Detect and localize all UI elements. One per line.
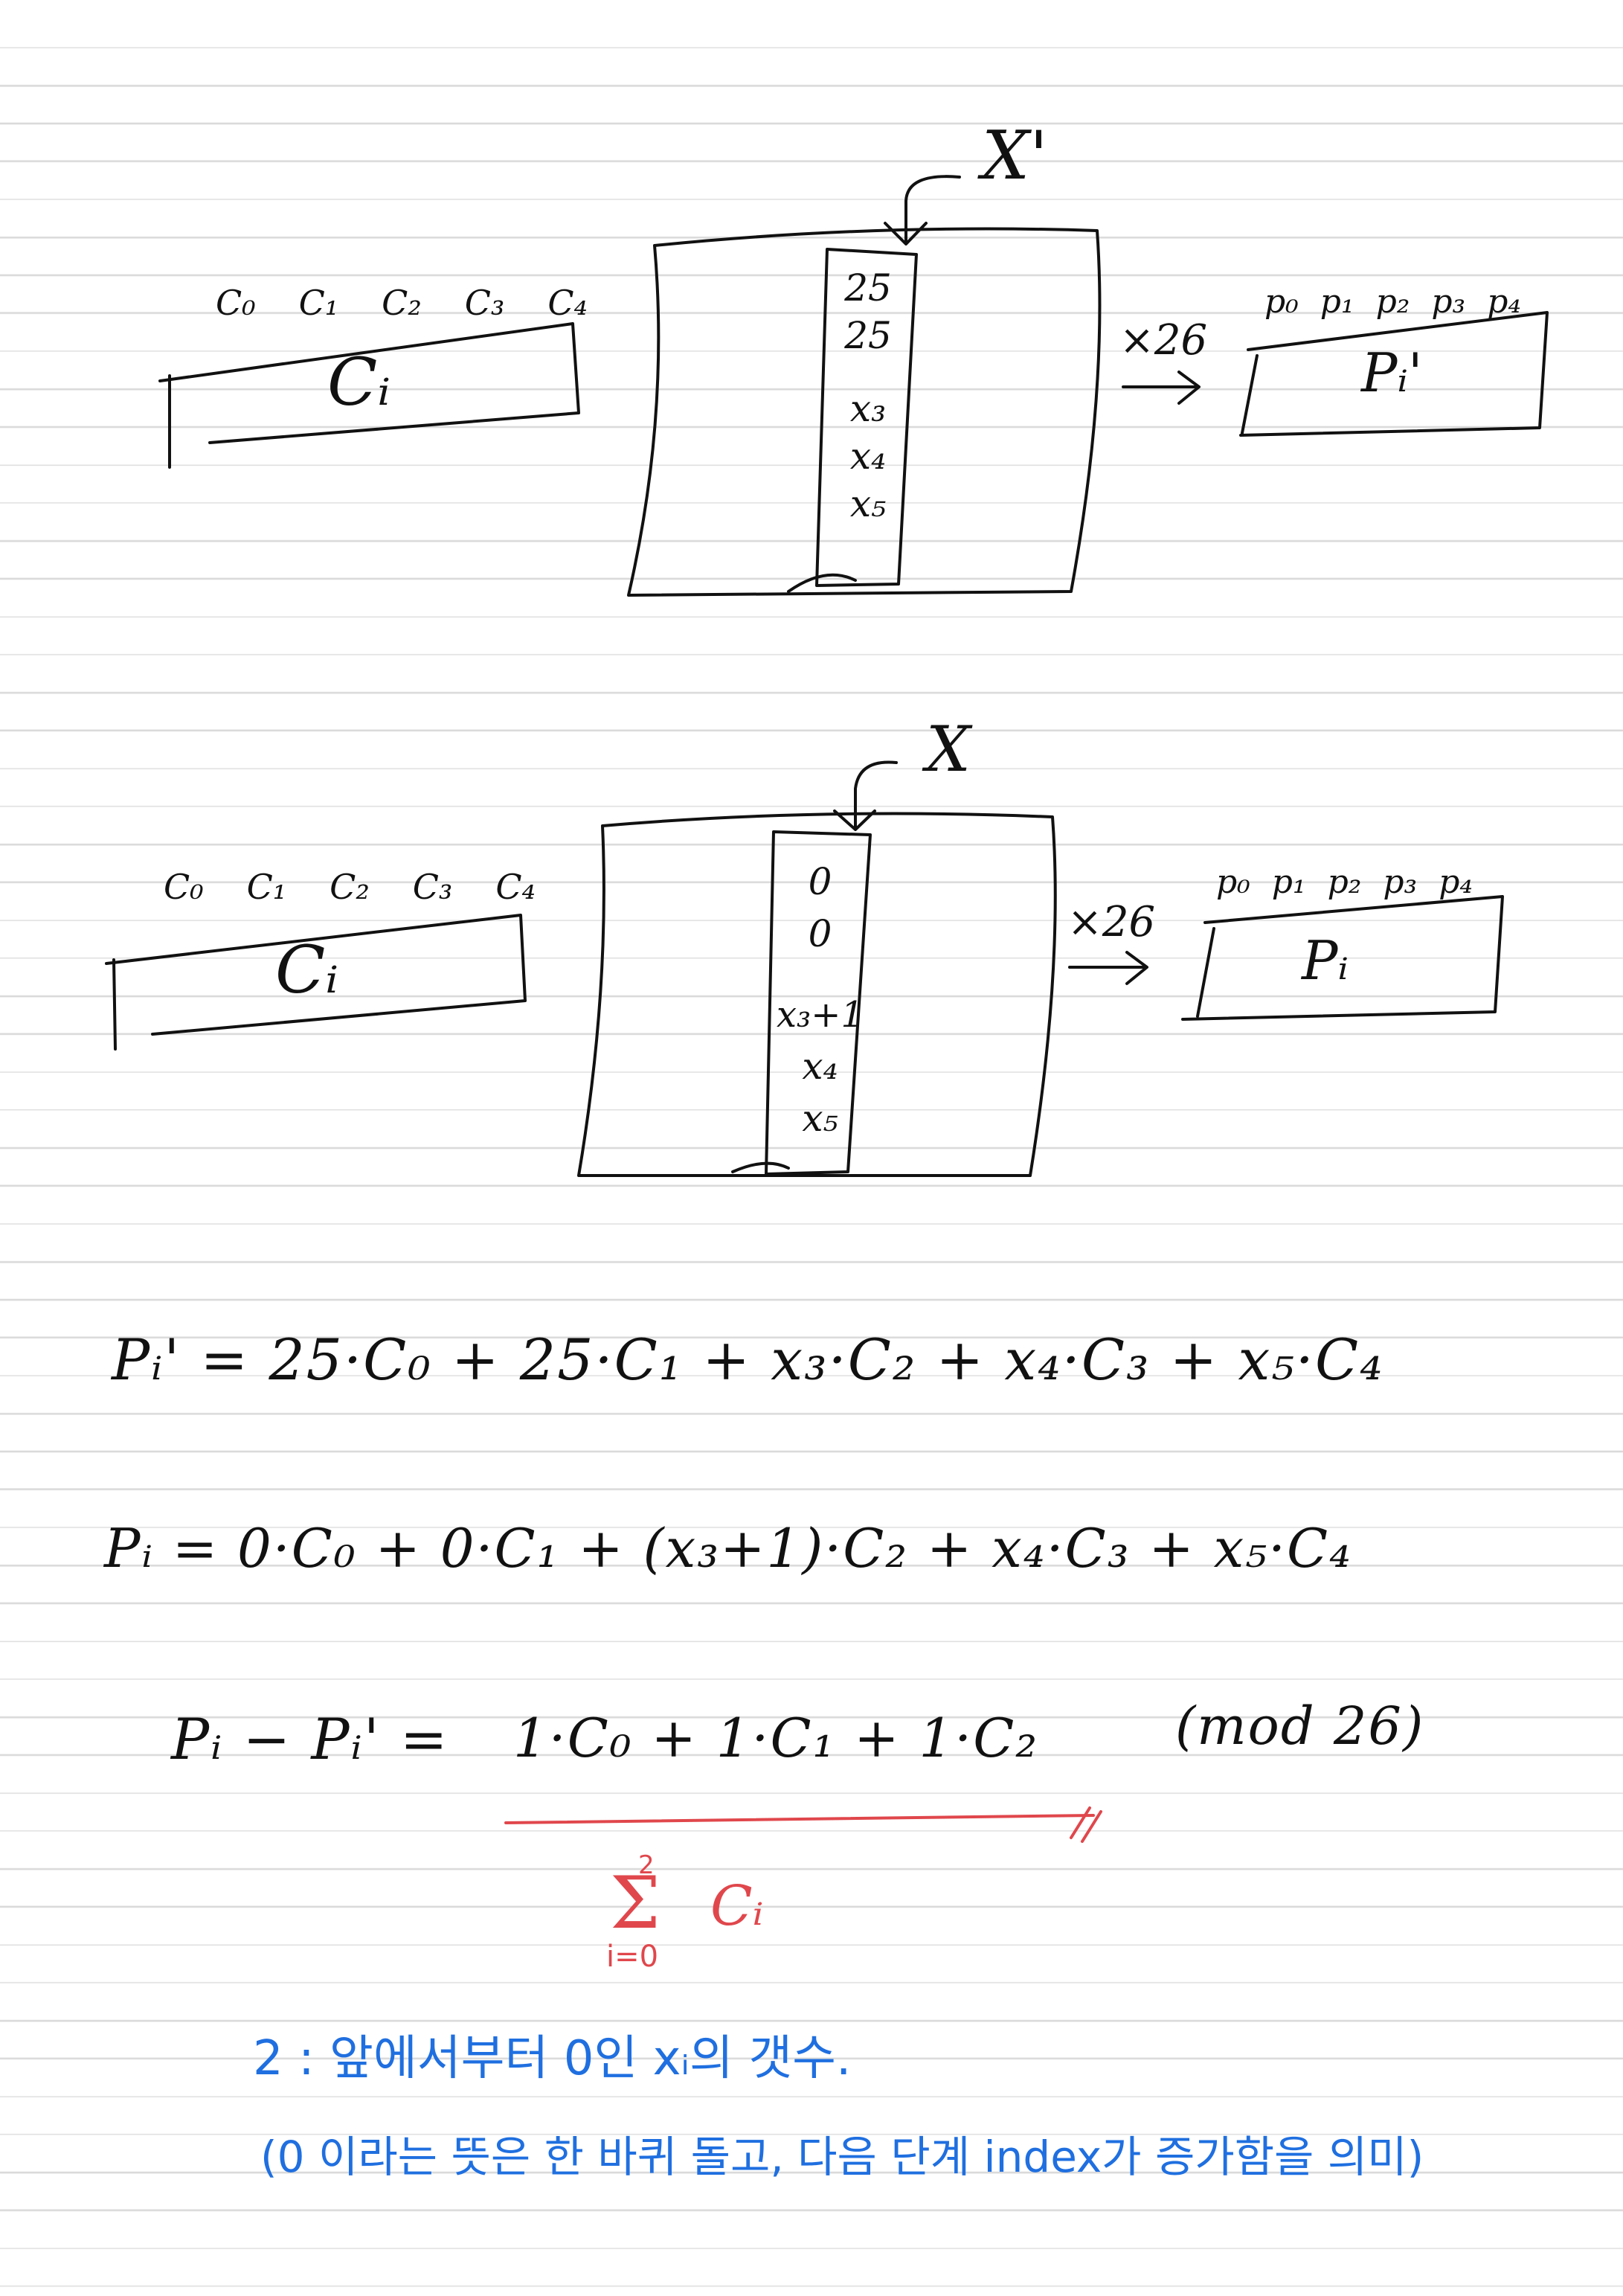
p-label: p₁ <box>1272 863 1306 901</box>
c-label: C₂ <box>382 283 422 323</box>
underline-red <box>506 1815 1093 1823</box>
column-values-top: 25 25 x₃ x₄ x₅ <box>827 269 909 522</box>
c-label: C₁ <box>299 283 339 323</box>
column-value: x₄ <box>850 437 886 475</box>
p-title-bottom: Pᵢ <box>1302 934 1349 987</box>
c-label: C₄ <box>547 283 588 323</box>
mult-label-bottom: ×26 <box>1067 902 1155 943</box>
p-label: p₀ <box>1216 863 1250 901</box>
ci-title-top: Cᵢ <box>327 350 391 415</box>
c-label: C₄ <box>495 867 536 907</box>
p-label: p₄ <box>1487 283 1521 321</box>
c-label: C₂ <box>330 867 370 907</box>
column-value: x₅ <box>850 485 886 522</box>
x-label: X <box>926 718 971 780</box>
column-value: x₅ <box>802 1100 838 1137</box>
column-value: 0 <box>809 863 832 900</box>
mult-label-top: ×26 <box>1119 320 1207 362</box>
p-labels-bottom: p₀ p₁ p₂ p₃ p₄ <box>1216 863 1473 901</box>
column-value: x₄ <box>802 1048 838 1085</box>
column-value: x₃ <box>850 390 886 427</box>
p-label: p₄ <box>1439 863 1473 901</box>
x-arrow-top <box>885 176 960 244</box>
p-label: p₂ <box>1376 283 1410 321</box>
mult-arrow-top <box>1123 372 1199 403</box>
c-label: C₁ <box>247 867 287 907</box>
sum-lower: i=0 <box>606 1942 658 1972</box>
note-line-2: (0 이라는 뜻은 한 바퀴 돌고, 다음 단계 index가 증가함을 의미) <box>260 2135 1424 2178</box>
sum-term: Cᵢ <box>710 1879 764 1934</box>
p-label: p₃ <box>1431 283 1465 321</box>
c-labels-top: C₀ C₁ C₂ C₃ C₄ <box>216 283 588 323</box>
c-label: C₃ <box>413 867 453 907</box>
equation-diff-rhs: 1·C₀ + 1·C₁ + 1·C₂ <box>513 1711 1038 1765</box>
p-labels-top: p₀ p₁ p₂ p₃ p₄ <box>1264 283 1521 321</box>
note-line-1: 2 : 앞에서부터 0인 xᵢ의 갯수. <box>253 2035 851 2082</box>
sum-symbol: Σ <box>610 1867 661 1939</box>
equation-mod: (mod 26) <box>1175 1700 1424 1752</box>
column-value: x₃+1 <box>777 997 864 1033</box>
ci-title-bottom: Cᵢ <box>275 937 338 1003</box>
p-label: p₁ <box>1320 283 1354 321</box>
column-value: 0 <box>809 915 832 952</box>
x-arrow-bottom <box>835 762 896 830</box>
column-value: 25 <box>844 317 892 354</box>
equation-p: Pᵢ = 0·C₀ + 0·C₁ + (x₃+1)·C₂ + x₄·C₃ + x… <box>104 1521 1352 1575</box>
c-label: C₃ <box>465 283 505 323</box>
c-label: C₀ <box>216 283 256 323</box>
c-labels-bottom: C₀ C₁ C₂ C₃ C₄ <box>164 867 536 907</box>
p-label: p₂ <box>1328 863 1362 901</box>
c-label: C₀ <box>164 867 204 907</box>
p-label: p₀ <box>1264 283 1299 321</box>
p-title-top: Pᵢ' <box>1361 346 1423 400</box>
mult-arrow-bottom <box>1070 952 1147 984</box>
column-values-bottom: 0 0 x₃+1 x₄ x₅ <box>774 863 867 1137</box>
x-prime-label: X' <box>982 123 1048 190</box>
equation-diff-lhs: Pᵢ − Pᵢ' = <box>171 1711 449 1768</box>
equation-p-prime: Pᵢ' = 25·C₀ + 25·C₁ + x₃·C₂ + x₄·C₃ + x₅… <box>112 1332 1384 1388</box>
column-value: 25 <box>844 269 892 307</box>
p-label: p₃ <box>1383 863 1417 901</box>
